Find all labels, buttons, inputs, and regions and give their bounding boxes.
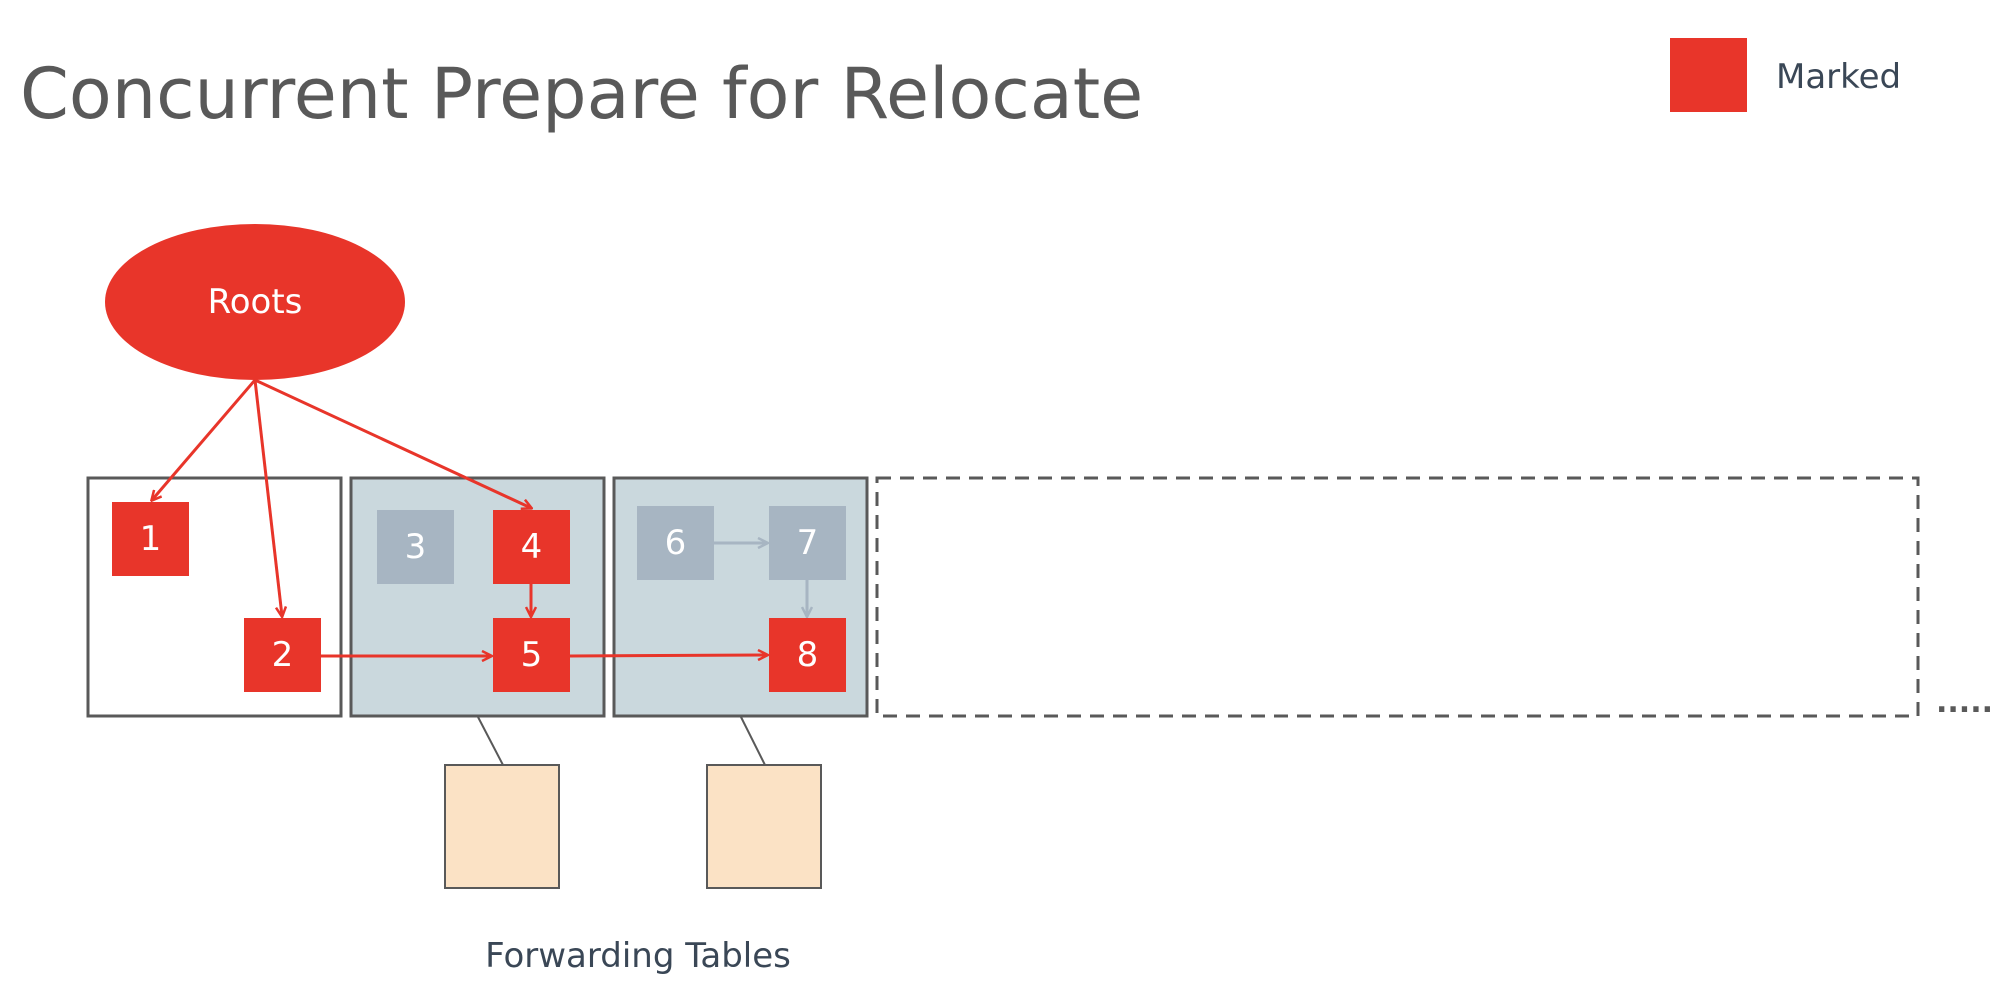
object-7: 7: [769, 506, 846, 580]
roots-node: Roots: [105, 224, 405, 380]
object-label: 6: [665, 523, 687, 563]
object-box: [377, 510, 454, 584]
reference-arrow: [569, 655, 767, 656]
object-box: [769, 618, 846, 692]
object-label: 4: [521, 527, 543, 567]
reference-arrow: [253, 379, 282, 616]
continuation-dots: .....: [1936, 685, 1993, 720]
object-box: [769, 506, 846, 580]
reference-arrow: [152, 379, 257, 500]
object-2: 2: [244, 618, 321, 692]
object-1: 1: [112, 502, 189, 576]
object-nodes: 1 2 3 4 5 6 7 8: [112, 502, 846, 692]
object-box: [244, 618, 321, 692]
object-label: 1: [140, 519, 162, 559]
object-box: [493, 618, 570, 692]
object-box: [112, 502, 189, 576]
reference-arrows: [152, 378, 807, 656]
object-box: [493, 510, 570, 584]
object-6: 6: [637, 506, 714, 580]
object-label: 7: [797, 523, 819, 563]
forwarding-table-1: [444, 764, 560, 889]
legend-marked-label: Marked: [1776, 57, 1901, 97]
object-5: 5: [493, 618, 570, 692]
object-4: 4: [493, 510, 570, 584]
object-8: 8: [769, 618, 846, 692]
heap-page-unallocated: [875, 476, 1920, 718]
object-3: 3: [377, 510, 454, 584]
object-label: 2: [272, 635, 294, 675]
object-label: 5: [521, 635, 543, 675]
heap-pages: .....: [86, 476, 1993, 720]
object-label: 8: [797, 635, 819, 675]
forwarding-tables-label: Forwarding Tables: [485, 936, 791, 976]
legend-marked-swatch: [1670, 38, 1747, 112]
object-label: 3: [405, 527, 427, 567]
legend: Marked: [1670, 38, 1901, 112]
object-box: [637, 506, 714, 580]
forwarding-table-connectors: [477, 716, 766, 766]
forwarding-connector-1: [477, 716, 504, 766]
roots-ellipse: [105, 224, 405, 380]
reference-arrow: [254, 378, 531, 508]
slide-title: Concurrent Prepare for Relocate: [20, 53, 1143, 135]
forwarding-connector-2: [740, 716, 766, 766]
forwarding-table-2: [706, 764, 822, 889]
roots-label: Roots: [208, 282, 303, 322]
forwarding-tables: Forwarding Tables: [444, 764, 822, 976]
